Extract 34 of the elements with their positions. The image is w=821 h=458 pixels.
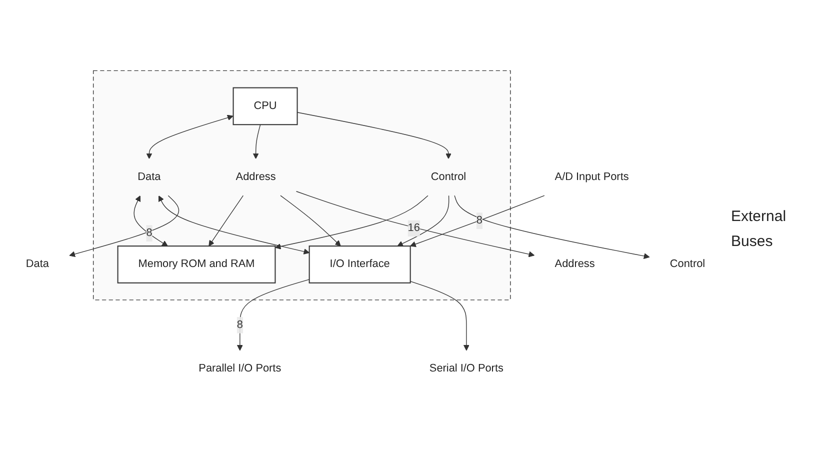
node-text: Data: [26, 258, 49, 270]
bus-heading-label: External: [731, 208, 788, 225]
arrow: [146, 114, 234, 159]
arrow: [208, 195, 244, 246]
node-text: Address: [236, 171, 276, 183]
arrow: [274, 195, 428, 250]
arrow: [252, 124, 261, 159]
edge-label: 8: [476, 214, 483, 226]
arrow: [454, 195, 650, 259]
arrow: [410, 195, 545, 248]
arrow: [69, 195, 180, 257]
edge-label: 16: [408, 222, 420, 234]
edge-label: 8: [236, 319, 243, 331]
node-text: A/D Input Ports: [554, 171, 629, 183]
node-text: Data: [138, 171, 161, 183]
node-text: Parallel I/O Ports: [198, 362, 282, 374]
node-text: Control: [670, 258, 706, 270]
node-box: CPU: [232, 87, 298, 126]
arrow: [296, 112, 452, 159]
edge-label: 8: [146, 227, 152, 239]
arrow: [397, 195, 450, 246]
bus-heading-label: Buses: [731, 233, 774, 250]
node-text: Serial I/O Ports: [429, 362, 504, 374]
cluster: [93, 70, 511, 300]
node-box: Memory ROM and RAM: [117, 246, 276, 284]
node-text: Control: [430, 171, 466, 183]
arrow: [280, 195, 341, 246]
arrow: [296, 191, 535, 258]
arrow: [134, 196, 168, 246]
arrow: [236, 279, 310, 351]
arrow: [158, 196, 310, 254]
node-text: Address: [554, 258, 595, 270]
node-box: I/O Interface: [308, 246, 411, 284]
arrow: [410, 280, 470, 351]
